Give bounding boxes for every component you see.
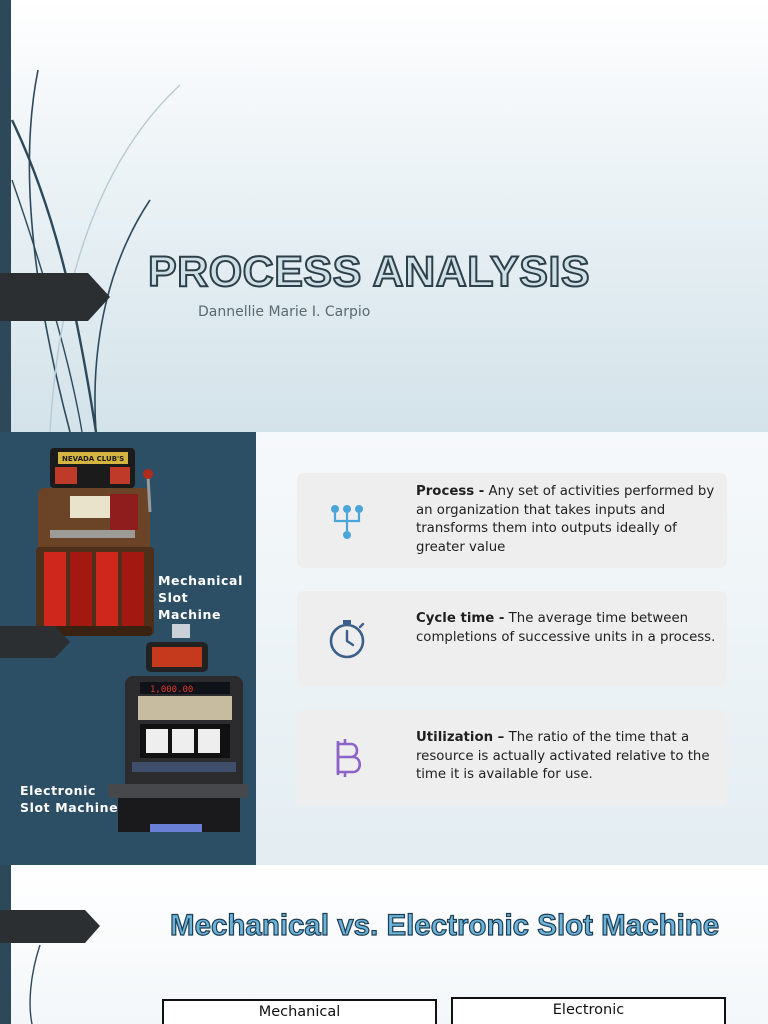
definition-card-process: Process - Any set of activities performe…: [297, 473, 727, 568]
column-header-mechanical: Mechanical: [162, 999, 437, 1024]
section-tab-arrow: [0, 626, 70, 658]
definition-text: Cycle time - The average time between co…: [416, 611, 716, 645]
svg-text:NEVADA CLUB'S: NEVADA CLUB'S: [62, 455, 124, 463]
column-header-electronic: Electronic: [451, 997, 726, 1024]
definition-text: Utilization – The ratio of the time that…: [416, 730, 710, 782]
comparison-title: Mechanical vs. Electronic Slot Machine: [169, 908, 720, 942]
definitions-slide: NEVADA CLUB'S: [0, 432, 768, 865]
stopwatch-icon: [329, 620, 365, 659]
slot-machine-photo-panel: NEVADA CLUB'S: [0, 432, 256, 865]
title-slide: PROCESS ANALYSIS Dannellie Marie I. Carp…: [0, 0, 768, 432]
mechanical-slot-machine-label: Mechanical Slot Machine: [158, 573, 243, 622]
decorative-swooshes: [10, 69, 181, 432]
definition-card-utilization: Utilization – The ratio of the time that…: [297, 710, 727, 805]
mechanical-slot-machine-image: NEVADA CLUB'S: [32, 448, 154, 636]
bitcoin-icon: [336, 739, 362, 777]
definition-card-cycle-time: Cycle time - The average time between co…: [297, 591, 727, 686]
section-tab-arrow: [0, 910, 100, 943]
electronic-slot-machine-label: Electronic Slot Machine: [20, 783, 119, 815]
svg-text:1,000.00: 1,000.00: [150, 685, 193, 695]
definition-text: Process - Any set of activities performe…: [416, 484, 715, 555]
electronic-slot-machine-image: 1,000.00: [108, 624, 248, 832]
author-name: Dannellie Marie I. Carpio: [198, 304, 371, 320]
left-accent-bar: [0, 865, 11, 1024]
section-tab-arrow: [0, 273, 110, 321]
comparison-slide: Mechanical vs. Electronic Slot Machine M…: [0, 865, 768, 1024]
hierarchy-icon: [331, 505, 363, 539]
decorative-swooshes: [29, 944, 41, 1024]
left-accent-bar: [0, 0, 11, 432]
slide-title: PROCESS ANALYSIS: [147, 247, 591, 297]
slot-machine-illustrations: NEVADA CLUB'S: [32, 448, 248, 832]
